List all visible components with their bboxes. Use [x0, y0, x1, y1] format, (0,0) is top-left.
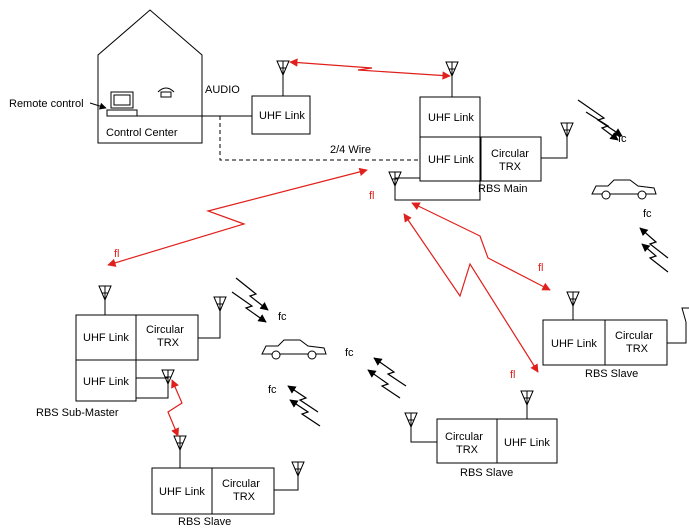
svg-text:UHF Link: UHF Link [504, 437, 550, 449]
antenna-icon [388, 171, 402, 187]
rbs-main: UHF Link UHF Link Circular TRX RBS Main [388, 61, 574, 201]
lightning-icon [367, 357, 407, 399]
lightning-icon [577, 99, 623, 141]
svg-text:Circular: Circular [146, 324, 184, 336]
telephone-icon [157, 87, 175, 98]
svg-text:TRX: TRX [499, 161, 522, 173]
rbs-sub-master-label: RBS Sub-Master [36, 407, 119, 419]
rbs-slave-bottom-left: UHF Link Circular TRX RBS Slave [151, 435, 305, 528]
radio-link-slave-center [403, 213, 539, 373]
fc-label: fc [345, 347, 354, 359]
antenna-icon [566, 291, 580, 307]
antenna-icon [560, 122, 574, 138]
rbs-slave-label: RBS Slave [178, 516, 231, 528]
rbs-sub-master: UHF Link Circular TRX UHF Link RBS Sub-M… [36, 285, 227, 419]
radio-link-sub-master [107, 167, 368, 267]
fl-label: fl [510, 369, 516, 381]
antenna-icon [276, 60, 290, 76]
computer-icon [106, 91, 138, 117]
svg-text:Circular: Circular [222, 478, 260, 490]
svg-text:TRX: TRX [626, 343, 649, 355]
fc-label: fc [268, 384, 277, 396]
fl-label: fl [114, 248, 120, 260]
car-icon [591, 179, 657, 200]
rbs-slave-label: RBS Slave [585, 368, 638, 380]
radio-link-top [289, 58, 451, 80]
radio-link-slave-right [411, 202, 551, 291]
antenna-icon [98, 285, 112, 301]
rbs-main-label: RBS Main [478, 183, 528, 195]
svg-text:Circular: Circular [491, 148, 529, 160]
antenna-icon [291, 461, 305, 477]
remote-control-label: Remote control [9, 98, 84, 110]
audio-label: AUDIO [205, 84, 240, 96]
svg-text:TRX: TRX [456, 444, 479, 456]
fc-label: fc [643, 208, 652, 220]
svg-text:UHF Link: UHF Link [428, 154, 474, 166]
svg-text:UHF Link: UHF Link [83, 332, 129, 344]
rbs-slave-label: RBS Slave [460, 467, 513, 479]
control-center-label: Control Center [106, 127, 178, 139]
wire-label: 2/4 Wire [330, 144, 371, 156]
control-uhf-link: UHF Link [251, 60, 311, 135]
svg-text:UHF Link: UHF Link [159, 486, 205, 498]
svg-text:UHF Link: UHF Link [551, 338, 597, 350]
car-icon [261, 339, 327, 360]
wire-line [219, 116, 420, 161]
svg-text:Circular: Circular [445, 431, 483, 443]
control-center-house [97, 9, 203, 144]
lightning-icon [287, 385, 321, 427]
svg-text:TRX: TRX [157, 337, 180, 349]
fl-label: fl [369, 190, 375, 202]
house-icon [97, 9, 203, 144]
radio-link-slave-left [167, 379, 183, 437]
fc-label: fc [618, 133, 627, 145]
rbs-slave-right: UHF Link Circular TRX RBS Slave [542, 291, 689, 380]
lightning-icon [231, 277, 269, 323]
lightning-icon [639, 227, 669, 273]
antenna-icon [520, 390, 534, 406]
svg-text:Circular: Circular [615, 330, 653, 342]
svg-text:TRX: TRX [233, 491, 256, 503]
svg-text:UHF Link: UHF Link [83, 376, 129, 388]
antenna-icon [173, 435, 187, 451]
svg-text:UHF Link: UHF Link [428, 112, 474, 124]
antenna-icon [445, 61, 459, 77]
remote-control-arrow [89, 102, 107, 110]
rbs-slave-center: Circular TRX UHF Link RBS Slave [404, 390, 558, 479]
fl-label: fl [538, 262, 544, 274]
fc-label: fc [278, 311, 287, 323]
svg-text:UHF Link: UHF Link [259, 110, 305, 122]
antenna-icon [404, 412, 418, 428]
antenna-icon [213, 296, 227, 312]
